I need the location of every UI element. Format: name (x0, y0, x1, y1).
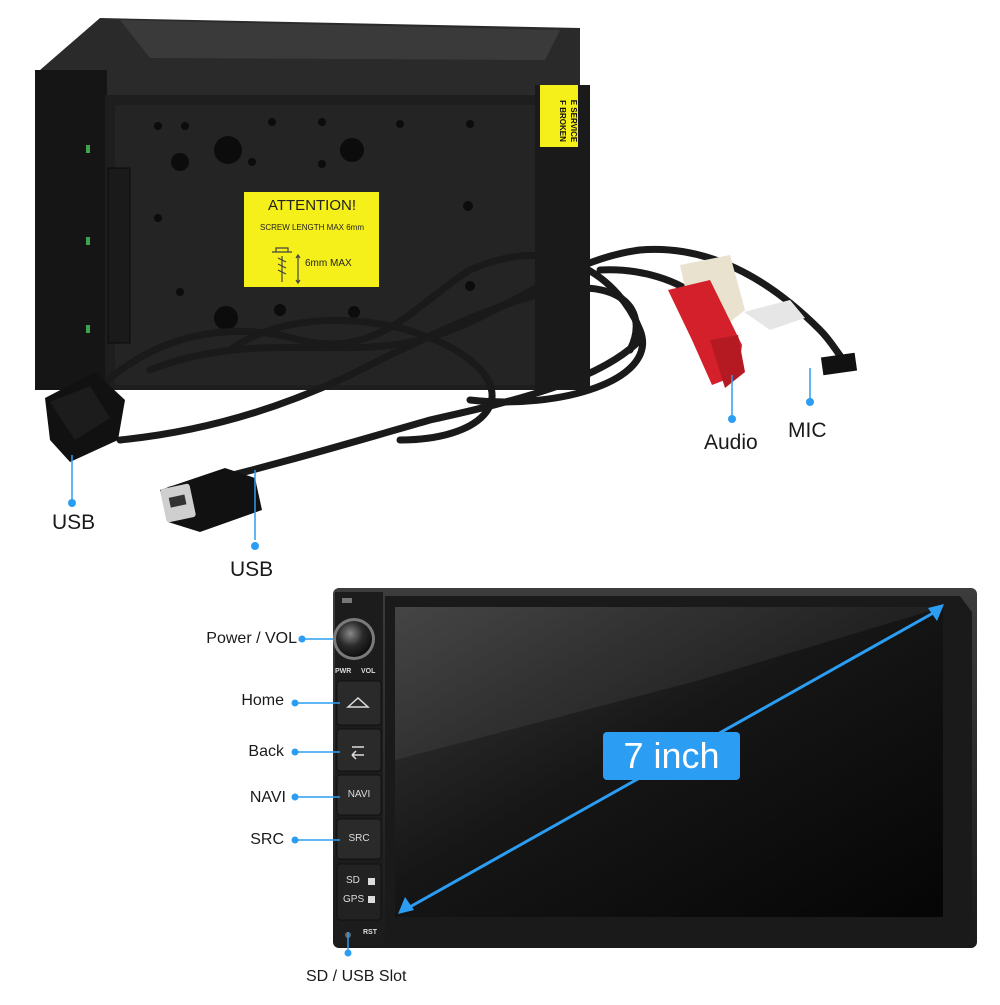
audio-label: Audio (704, 431, 758, 454)
power-volume-knob[interactable] (333, 618, 375, 660)
mic-connector (820, 352, 858, 376)
sd-label: SD (346, 875, 360, 886)
home-label: Home (241, 692, 284, 709)
pwr-label: PWR (335, 668, 352, 675)
usb-left-label: USB (52, 511, 96, 534)
vol-label: VOL (361, 668, 376, 675)
usb-middle-label: USB (230, 558, 274, 581)
sd-card-icon (368, 878, 375, 885)
sd-gps-slot-cover[interactable] (336, 863, 382, 921)
service-warning: E SERVICE F BROKEN (558, 99, 578, 143)
navi-button[interactable] (336, 774, 382, 816)
back-button[interactable] (336, 728, 382, 772)
attention-sticker (244, 192, 379, 287)
power-vol-label: Power / VOL (206, 630, 297, 647)
mic-label: MIC (788, 419, 827, 442)
attention-max-length: 6mm MAX (305, 258, 352, 269)
rca-audio-plugs (668, 255, 805, 388)
screen-size-badge: 7 inch (603, 732, 740, 780)
rst-label: RST (363, 929, 377, 936)
service-sticker (540, 85, 578, 147)
usb-connector-left (45, 372, 125, 462)
gps-card-icon (368, 896, 375, 903)
home-icon (346, 696, 370, 708)
attention-title: ATTENTION! (267, 197, 357, 214)
navi-button-label: NAVI (347, 789, 371, 800)
src-button-label: SRC (348, 833, 370, 844)
src-label: SRC (250, 831, 284, 848)
gps-label: GPS (343, 894, 365, 905)
src-button[interactable] (336, 818, 382, 860)
attention-screw-length: SCREW LENGTH MAX 6mm (259, 223, 364, 232)
screw-icon (272, 247, 301, 285)
back-arrow-icon (351, 746, 364, 760)
panel-callouts (291, 635, 352, 957)
sd-usb-slot-label: SD / USB Slot (306, 968, 407, 985)
home-button[interactable] (336, 680, 382, 726)
back-label: Back (248, 743, 284, 760)
usb-connector-middle (160, 468, 262, 532)
navi-label: NAVI (249, 789, 286, 806)
top-callouts (68, 368, 814, 550)
